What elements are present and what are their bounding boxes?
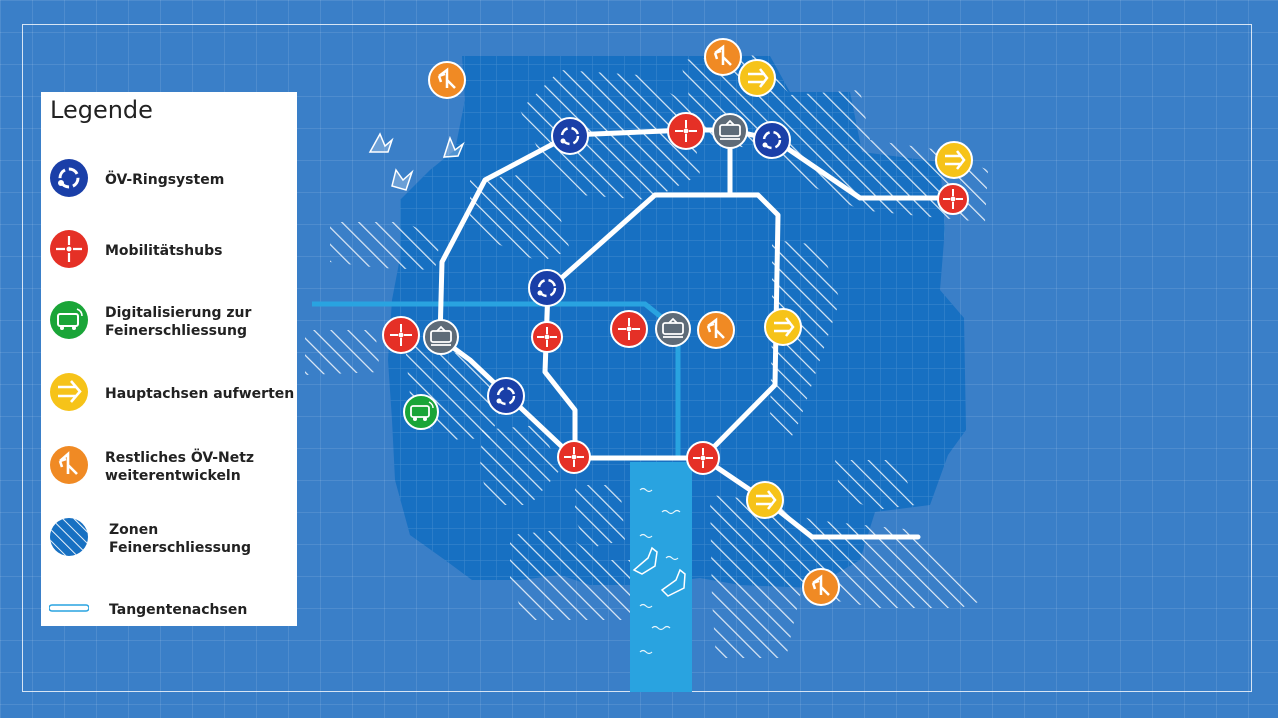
legend-item-tangent-axes: Tangentenachsen (49, 588, 295, 632)
legend-label-line: weiterentwickeln (105, 468, 241, 484)
legend-label-line: Restliches ÖV-Netz (105, 450, 255, 466)
zone-south (510, 530, 630, 620)
train-station-marker (423, 319, 459, 355)
river (630, 462, 692, 692)
legend-label: Mobilitätshubs (105, 243, 223, 259)
legend-label-line: Digitalisierung zur (105, 305, 252, 321)
legend-item-mobility-hubs: Mobilitätshubs (49, 229, 295, 273)
bird-icon (368, 132, 465, 191)
network-branch-icon (50, 446, 88, 484)
mobility-hub-marker (531, 321, 563, 353)
network-marker (802, 568, 840, 606)
river-waves (639, 487, 681, 655)
marker-group (382, 38, 973, 606)
mobility-hub-marker (557, 440, 591, 474)
mobility-hub-marker (667, 112, 705, 150)
ring-system-icon (50, 159, 88, 197)
mobility-hub-icon (50, 230, 88, 268)
ring-node-marker (551, 117, 589, 155)
legend-label-multiline: Digitalisierung zur Feinerschliessung (105, 304, 295, 340)
legend-item-digitalization: Digitalisierung zur Feinerschliessung (49, 300, 295, 344)
axis-marker (746, 481, 784, 519)
legend-label: Hauptachsen aufwerten (105, 386, 295, 402)
legend-label: Tangentenachsen (109, 602, 248, 618)
zone-northwest (330, 222, 440, 270)
zone-inner-north (470, 175, 570, 262)
zone-south-inner (480, 425, 560, 505)
legend-item-zones: Zonen Feinerschliessung (49, 517, 295, 561)
train-station-marker (655, 311, 691, 347)
legend-label: Zonen Feinerschliessung (109, 522, 251, 556)
mobility-hub-marker (610, 310, 648, 348)
digital-bus-icon (50, 301, 88, 339)
tangent-axes (312, 301, 681, 460)
network-marker (704, 38, 742, 76)
ring-node-marker (753, 121, 791, 159)
legend-item-ring-system: ÖV-Ringsystem (49, 158, 295, 202)
main-axis-arrow-icon (50, 373, 88, 411)
legend-label-multiline: Restliches ÖV-Netz weiterentwickeln (105, 449, 295, 485)
digital-bus-marker (403, 394, 439, 430)
mobility-hub-marker (686, 441, 720, 475)
zone-east-lower (835, 460, 915, 510)
legend-title: Legende (50, 96, 153, 124)
zone-west (305, 330, 380, 375)
legend-item-main-axes: Hauptachsen aufwerten (49, 372, 295, 416)
legend-label: ÖV-Ringsystem (105, 172, 225, 188)
tangent-axis-icon (49, 604, 89, 612)
hatched-zone-icon (50, 518, 88, 556)
swan-icon (632, 546, 686, 597)
ring-node-marker (487, 377, 525, 415)
zone-east (770, 240, 840, 440)
mobility-hub-marker (937, 183, 969, 215)
legend-label-line: Feinerschliessung (105, 323, 247, 339)
ring-node-marker (528, 269, 566, 307)
axis-marker (935, 141, 973, 179)
network-marker (697, 311, 735, 349)
legend-panel: Legende ÖV-Ringsystem Mobilitätshubs Dig… (41, 92, 297, 626)
axis-marker (764, 308, 802, 346)
tangent-axis-west (312, 301, 667, 322)
southeast-line (700, 455, 921, 540)
mobility-hub-marker (382, 316, 420, 354)
train-station-marker (712, 113, 748, 149)
zone-south-mid (575, 485, 625, 548)
network-marker (428, 61, 466, 99)
axis-marker (738, 59, 776, 97)
legend-item-network: Restliches ÖV-Netz weiterentwickeln (49, 445, 295, 489)
